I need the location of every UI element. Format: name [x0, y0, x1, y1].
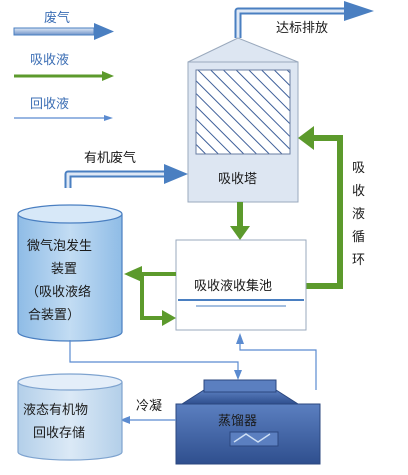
legend: 废气 吸收液 回收液 — [13, 10, 114, 121]
evaporator-dome — [203, 379, 277, 393]
evaporator-label: 蒸馏器 — [218, 414, 257, 429]
emission-pipe — [234, 1, 374, 38]
tower-roof — [187, 37, 299, 63]
circulation-char: 收 — [352, 184, 365, 199]
microbubble-label-line: 合装置） — [28, 308, 80, 323]
legend-waste-gas-arrow — [13, 23, 114, 40]
emission-arrowhead — [344, 1, 374, 21]
organic-gas-inlet-pipe — [64, 164, 188, 188]
pool-to-device-arrow — [124, 266, 176, 282]
pool-outline — [175, 239, 307, 331]
evaporator-to-pool-line — [236, 333, 317, 390]
tower-to-pool-arrow — [230, 202, 250, 240]
legend-absorbent-label: 吸收液 — [30, 53, 69, 68]
absorbent-circulation-arrow — [298, 126, 343, 289]
heating-coil-icon — [233, 433, 271, 443]
absorbent-circulation-label: 吸 收 液 循 环 — [352, 161, 365, 268]
storage-label-line: 回收存储 — [33, 426, 85, 441]
microbubble-device: 微气泡发生 装置 （吸收液络 合装置） — [17, 204, 123, 342]
circulation-char: 吸 — [352, 161, 365, 176]
circulation-char: 循 — [352, 230, 365, 245]
legend-recycle-label: 回收液 — [30, 97, 69, 112]
microbubble-label-line: 装置 — [51, 262, 77, 277]
storage-label-line: 液态有机物 — [23, 403, 88, 418]
organic-gas-arrowhead — [164, 164, 188, 184]
absorber-tower-label: 吸收塔 — [218, 172, 257, 187]
condense-label: 冷凝 — [136, 398, 162, 414]
condense-line — [120, 416, 176, 424]
device-to-pool-arrow — [140, 274, 176, 326]
storage-top — [17, 373, 123, 391]
emission-label: 达标排放 — [276, 21, 328, 36]
collection-pool-label: 吸收液收集池 — [194, 278, 272, 294]
legend-absorbent-arrow — [14, 71, 114, 81]
storage-body — [17, 382, 123, 461]
legend-recycle-arrow — [14, 115, 113, 121]
device-to-evaporator-line — [69, 340, 242, 380]
device-top — [17, 204, 123, 224]
absorber-tower: 吸收塔 — [187, 37, 299, 203]
microbubble-label-line: 微气泡发生 — [27, 238, 92, 254]
storage-tank: 液态有机物 回收存储 — [17, 373, 123, 461]
collection-pool: 吸收液收集池 — [175, 239, 307, 331]
organic-gas-label: 有机废气 — [84, 150, 136, 166]
evaporator: 蒸馏器 — [175, 379, 321, 465]
circulation-char: 液 — [352, 207, 365, 222]
circulation-char: 环 — [352, 253, 365, 268]
tower-packing — [195, 69, 291, 155]
legend-waste-gas-label: 废气 — [44, 10, 70, 26]
microbubble-label-line: （吸收液络 — [26, 284, 91, 300]
